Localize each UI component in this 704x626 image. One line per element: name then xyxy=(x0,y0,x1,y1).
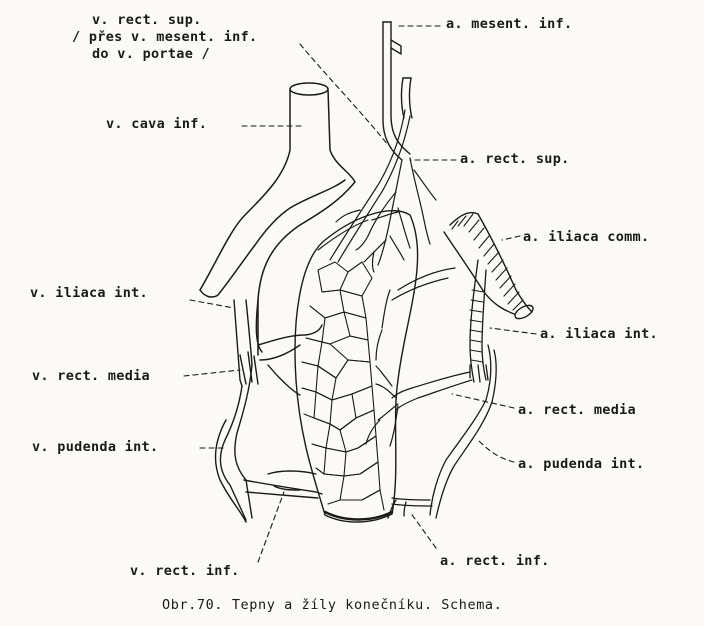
v-pudenda-int-vessel xyxy=(215,420,322,522)
leader-a-iliaca-int xyxy=(490,328,536,334)
leader-a-rect-inf xyxy=(410,512,436,548)
label-a-rect-media: a. rect. media xyxy=(518,402,636,418)
vena-cava-inf xyxy=(200,83,355,355)
label-a-iliaca-int: a. iliaca int. xyxy=(540,326,658,342)
a-mesent-inf-vessel xyxy=(383,22,412,160)
label-a-mesent-inf: a. mesent. inf. xyxy=(446,16,572,32)
a-iliaca-comm-vessel xyxy=(444,213,535,322)
a-rect-media-branches xyxy=(366,268,472,446)
label-v-rect-media: v. rect. media xyxy=(32,368,150,384)
label-v-rect-sup-portae: do v. portae / xyxy=(92,46,210,62)
label-v-rect-inf: v. rect. inf. xyxy=(130,563,240,579)
label-a-rect-inf: a. rect. inf. xyxy=(440,553,550,569)
a-pudenda-int-branches xyxy=(388,498,432,518)
leader-v-rect-inf xyxy=(258,492,284,562)
leader-lines xyxy=(184,26,536,562)
rectum-outline xyxy=(295,211,418,522)
label-a-iliaca-comm: a. iliaca comm. xyxy=(523,229,649,245)
leader-a-pudenda-int xyxy=(478,440,514,462)
label-v-rect-sup-via: / přes v. mesent. inf. xyxy=(72,29,257,45)
label-a-pudenda-int: a. pudenda int. xyxy=(518,456,644,472)
leader-v-iliaca-int xyxy=(190,300,234,308)
leader-a-iliaca-comm xyxy=(502,236,520,240)
label-v-rect-sup: v. rect. sup. xyxy=(92,12,202,28)
figure-caption: Obr.70. Tepny a žíly konečníku. Schema. xyxy=(162,597,502,613)
label-a-rect-sup: a. rect. sup. xyxy=(460,151,570,167)
label-v-cava-inf: v. cava inf. xyxy=(106,116,207,132)
label-v-iliaca-int: v. iliaca int. xyxy=(30,285,148,301)
v-iliaca-int-vessel xyxy=(221,300,322,520)
label-v-pudenda-int: v. pudenda int. xyxy=(32,439,158,455)
venous-plexus xyxy=(302,262,384,510)
leader-v-rect-media xyxy=(184,370,240,376)
a-iliaca-int-vessel xyxy=(430,260,496,518)
